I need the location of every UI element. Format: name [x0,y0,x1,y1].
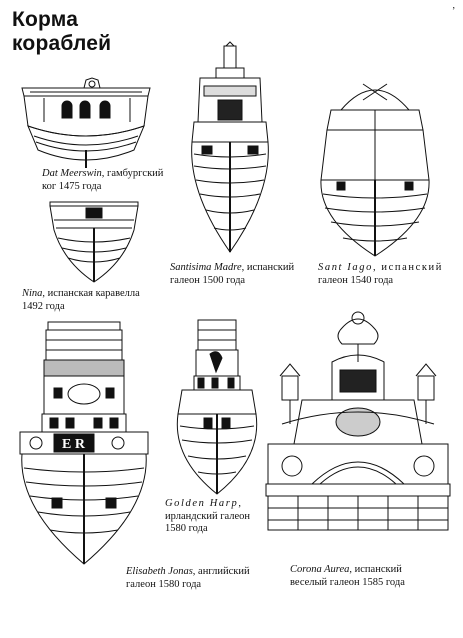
ship-desc: ког 1475 года [42,180,102,192]
caption-corona-aurea: Corona Aurea, испанский веселый галеон 1… [290,564,405,589]
ship-desc: ирландский галеон [165,510,251,522]
ship-name: Golden Harp [165,498,239,509]
ship-name: Dat Meerswin [42,168,102,179]
ship-desc: 1492 года [22,300,65,312]
caption-sant-iago: Sant Iago, испанский галеон 1540 года [318,262,443,287]
golden-harp-stern-drawing [172,318,262,496]
ship-desc: галеон 1500 года [170,274,246,286]
santisima-madre-stern-drawing [180,42,280,254]
ship-desc: галеон 1540 года [318,274,394,286]
ship-desc: , гамбургский [101,168,164,179]
elisabeth-jonas-stern-drawing: E R [14,318,154,566]
ship-name: Corona Aurea [290,564,350,575]
page-title: Корма кораблей [12,8,111,56]
ship-name: Sant Iago [318,262,373,273]
nina-stern-drawing [44,198,144,284]
ship-desc: 1580 года [165,523,208,534]
caption-golden-harp: Golden Harp, ирландский галеон 1580 года [165,498,250,536]
title-line-1: Корма [12,8,79,31]
elisabeth-stern-letters: E R [62,437,86,452]
ship-name: Nina [22,288,43,299]
ship-name: Elisabeth Jonas [126,566,193,577]
ship-desc: , испанский [241,262,295,273]
caption-dat-meerswin: Dat Meerswin, гамбургский ког 1475 года [42,168,163,193]
dat-meerswin-stern-drawing [14,78,158,170]
ship-desc: галеон 1580 года [126,578,202,590]
caption-elisabeth-jonas: Elisabeth Jonas, английский галеон 1580 … [126,566,250,591]
ship-desc: , английский [192,566,250,577]
ship-desc: веселый галеон 1585 года [290,576,405,588]
title-line-2: кораблей [12,32,112,55]
sant-iago-stern-drawing [311,70,439,258]
corner-mark: , [452,0,456,11]
ship-desc: , испанский [349,564,402,575]
caption-santisima-madre: Santisima Madre, испанский галеон 1500 г… [170,262,294,287]
ship-desc: , [238,498,241,509]
ship-name: Santisima Madre [170,262,242,273]
corona-aurea-stern-drawing [262,304,454,536]
caption-nina: Nina, испанская каравелла 1492 года [22,288,140,313]
ship-desc: , испанская каравелла [42,288,140,299]
ship-desc: , испанский [372,262,443,273]
